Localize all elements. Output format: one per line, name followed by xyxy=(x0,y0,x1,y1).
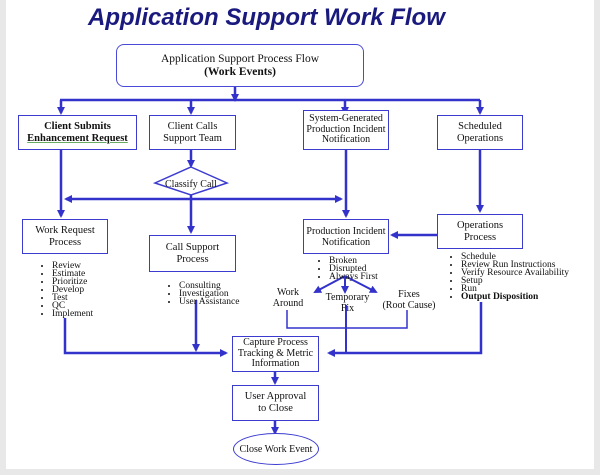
list-item: Implement xyxy=(52,309,93,319)
list-item: Always First xyxy=(329,272,378,282)
node-client-calls-line2: Support Team xyxy=(163,132,222,144)
node-scheduled-ops: Scheduled Operations xyxy=(437,115,523,150)
node-capture-process: Capture Process Tracking & Metric Inform… xyxy=(232,336,319,372)
node-call-support-line2: Process xyxy=(176,253,209,265)
node-client-calls: Client Calls Support Team xyxy=(149,115,236,150)
list-item: Verify Resource Availability xyxy=(461,268,569,278)
list-item: Setup xyxy=(461,276,569,286)
list-item: Develop xyxy=(52,285,93,295)
list-call-support: Consulting Investigation User Assistance xyxy=(165,281,239,307)
connector-ops-capture xyxy=(327,302,483,357)
list-item: Run xyxy=(461,284,569,294)
list-work-request: Review Estimate Prioritize Develop Test … xyxy=(38,261,93,319)
node-client-submits-line2: Enhancement Request xyxy=(27,132,128,144)
node-work-request-line1: Work Request xyxy=(35,224,95,236)
node-system-generated-line3: Notification xyxy=(321,134,371,146)
list-item: Output Disposition xyxy=(461,292,569,302)
list-item: Consulting xyxy=(179,281,239,291)
node-work-request-line2: Process xyxy=(48,236,82,248)
outcome-temporary-fix: Temporary Fix xyxy=(320,292,375,314)
node-capture-process-line1: Capture Process xyxy=(243,337,308,349)
node-user-approval: User Approval to Close xyxy=(232,385,319,421)
node-work-request: Work Request Process xyxy=(22,219,108,254)
node-root: Application Support Process Flow (Work E… xyxy=(116,44,364,87)
page-title: Application Support Work Flow xyxy=(88,4,445,31)
connector-work-request-capture xyxy=(63,318,228,357)
node-operations-process-line1: Operations xyxy=(456,219,504,231)
node-close-work-event: Close Work Event xyxy=(233,433,319,465)
list-item: Review Run Instructions xyxy=(461,260,569,270)
list-item: Estimate xyxy=(52,269,93,279)
node-root-line1: Application Support Process Flow xyxy=(160,52,320,65)
node-capture-process-line3: Information xyxy=(251,358,300,370)
connector-to-work-around xyxy=(313,275,346,293)
list-item: Review xyxy=(52,261,93,271)
list-item: Broken xyxy=(329,256,378,266)
outcome-fixes-line2: (Root Cause) xyxy=(382,299,436,311)
outcome-temporary-fix-line2: Fix xyxy=(340,302,355,314)
outcome-work-around-line1: Work xyxy=(277,287,299,298)
node-root-line2: (Work Events) xyxy=(204,65,276,78)
list-operations: Schedule Review Run Instructions Verify … xyxy=(447,252,569,302)
node-client-calls-line1: Client Calls xyxy=(167,120,218,132)
connector-to-fixes xyxy=(344,275,378,293)
node-operations-process: Operations Process xyxy=(437,214,523,249)
node-prod-incident: Production Incident Notification xyxy=(303,219,389,254)
node-system-generated: System-Generated Production Incident Not… xyxy=(303,110,389,150)
list-prod-incident: Broken Disrupted Always First xyxy=(315,256,378,282)
node-client-submits: Client Submits Enhancement Request xyxy=(18,115,137,150)
list-item: Disrupted xyxy=(329,264,378,274)
node-system-generated-line2: Production Incident xyxy=(306,123,386,135)
node-capture-process-line2: Tracking & Metric xyxy=(237,347,314,359)
list-item: Test xyxy=(52,293,93,303)
outcome-work-around: Work Around xyxy=(268,287,308,309)
node-prod-incident-line2: Notification xyxy=(321,236,371,248)
list-item: Prioritize xyxy=(52,277,93,287)
list-item: Investigation xyxy=(179,289,239,299)
node-call-support-line1: Call Support xyxy=(165,241,220,253)
outcome-temporary-fix-line1: Temporary xyxy=(325,292,370,303)
node-client-submits-line1: Client Submits xyxy=(44,120,111,132)
node-scheduled-ops-line1: Scheduled xyxy=(458,120,502,132)
outcome-fixes-line1: Fixes xyxy=(398,289,420,300)
node-operations-process-line2: Process xyxy=(463,231,497,243)
list-item: Schedule xyxy=(461,252,569,262)
node-prod-incident-line1: Production Incident xyxy=(306,225,386,237)
node-user-approval-line2: to Close xyxy=(258,403,293,414)
outcome-work-around-line2: Around xyxy=(272,297,304,309)
list-item: QC xyxy=(52,301,93,311)
node-system-generated-line1: System-Generated xyxy=(309,113,383,125)
classify-call-label: Classify Call xyxy=(165,179,217,190)
node-close-work-event-label: Close Work Event xyxy=(239,443,313,455)
node-call-support: Call Support Process xyxy=(149,235,236,272)
list-item: User Assistance xyxy=(179,297,239,307)
node-scheduled-ops-line2: Operations xyxy=(456,132,504,144)
classify-call-diamond xyxy=(152,166,230,196)
outcome-fixes: Fixes (Root Cause) xyxy=(378,289,440,311)
node-user-approval-line1: User Approval xyxy=(244,391,307,403)
